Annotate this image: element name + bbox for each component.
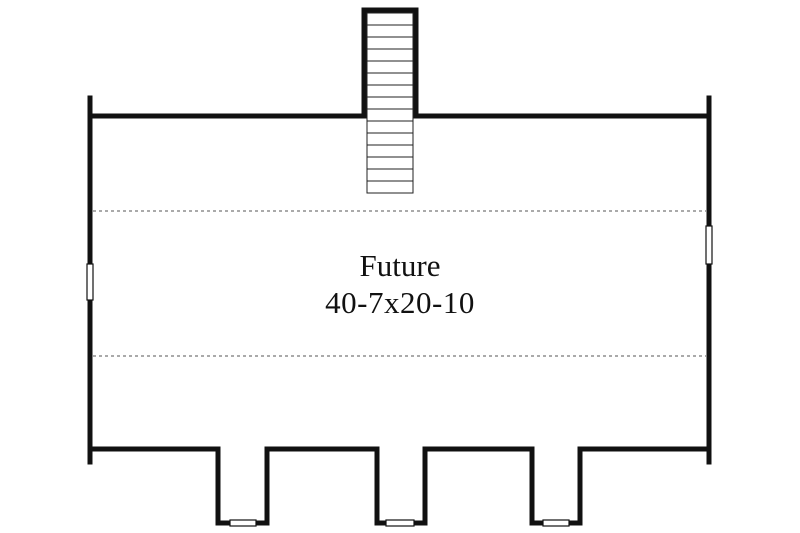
dormer-3-window [542,519,570,527]
left-window [86,263,94,301]
windows [86,225,713,527]
bottom-wall [87,446,233,526]
right-window [705,225,713,265]
stair [366,12,414,194]
room-name-label: Future [359,248,441,283]
stair-outline [366,12,414,194]
room-dimensions-label: 40-7x20-10 [325,285,475,320]
dormer-1-right [253,446,389,526]
top-wall-left [87,7,712,119]
dormer-2-right [411,446,546,526]
dormer-1-window [229,519,257,527]
dormer-2-window [385,519,415,527]
dormer-3-right [566,446,712,526]
stair-treads [367,24,413,182]
